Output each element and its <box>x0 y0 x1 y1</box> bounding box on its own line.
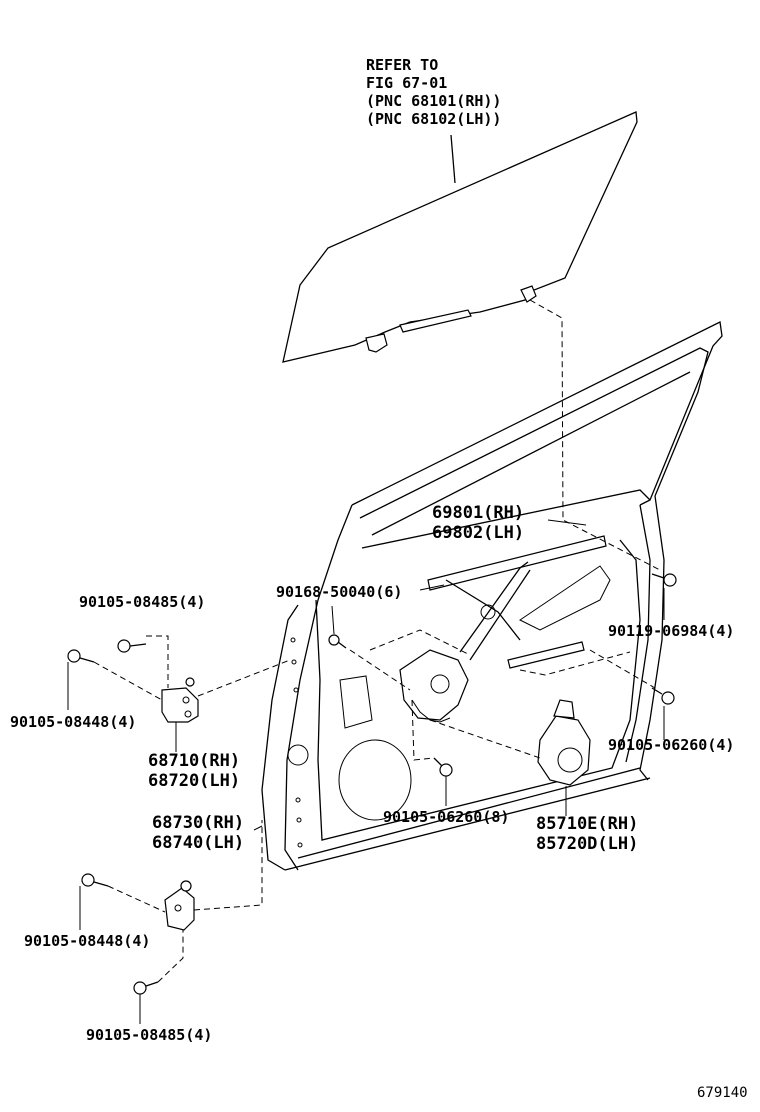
window-regulator <box>399 535 607 723</box>
label-motor-rh: 85710E(RH) <box>536 814 639 834</box>
label-bolt-08448-lower: 90105-08448(4) <box>24 932 151 950</box>
label-bolt-06984: 90119-06984(4) <box>608 622 735 640</box>
label-bolt-06260-8: 90105-06260(8) <box>383 808 510 826</box>
regulator-motor <box>537 699 591 786</box>
door-glass <box>282 111 638 363</box>
label-hinge-upper-rh: 68710(RH) <box>148 751 241 771</box>
label-hinge-lower-rh: 68730(RH) <box>152 813 245 833</box>
bolt-lower-left-1 <box>81 873 109 887</box>
door-panel <box>261 321 723 871</box>
bolt-06984 <box>651 573 677 587</box>
bolt-lower-left-2 <box>133 981 159 995</box>
figure-id: 679140 <box>697 1085 748 1101</box>
bolts <box>67 573 677 995</box>
label-bolt-08485-upper: 90105-08485(4) <box>79 593 206 611</box>
label-bolt-08448-upper: 90105-08448(4) <box>10 713 137 731</box>
bolt-upper-left-1 <box>117 639 147 653</box>
label-regulator-rh: 69801(RH) <box>432 503 525 523</box>
refer-note-line3: (PNC 68101(RH)) <box>366 92 502 110</box>
label-bolt-08485-lower: 90105-08485(4) <box>86 1026 213 1044</box>
label-bolt-50040: 90168-50040(6) <box>276 583 403 601</box>
refer-note-line1: REFER TO <box>366 56 439 74</box>
label-bolt-06260-4: 90105-06260(4) <box>608 736 735 754</box>
label-hinge-lower-lh: 68740(LH) <box>152 833 245 853</box>
bolt-upper-left-2 <box>67 649 95 663</box>
assembly-lines <box>93 299 661 983</box>
label-regulator-lh: 69802(LH) <box>432 523 525 543</box>
label-motor-lh: 85720D(LH) <box>536 834 639 854</box>
refer-note-line4: (PNC 68102(LH)) <box>366 110 502 128</box>
bolt-06260-center <box>433 757 453 777</box>
label-hinge-upper-lh: 68720(LH) <box>148 771 241 791</box>
lower-hinge <box>164 880 195 931</box>
bolt-50040 <box>328 634 347 649</box>
upper-hinge <box>161 677 199 723</box>
bolt-06260-right <box>651 687 675 705</box>
leader-lines <box>67 519 665 1024</box>
refer-note-line2: FIG 67-01 <box>366 74 448 92</box>
